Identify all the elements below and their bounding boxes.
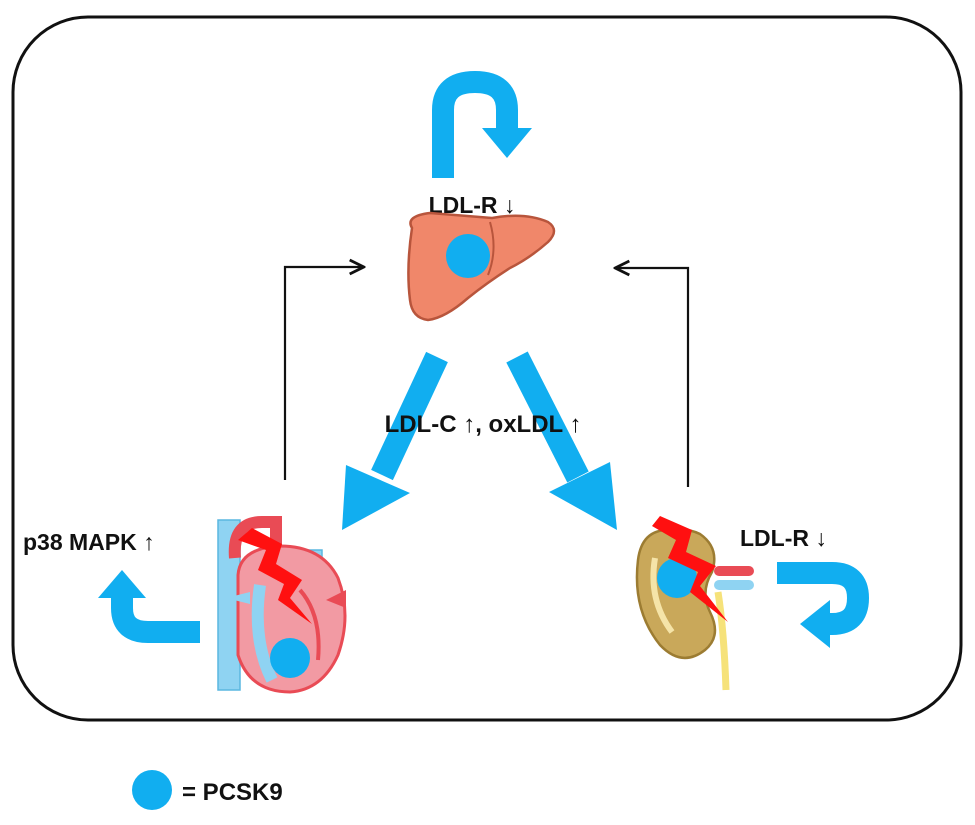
liver-group: LDL-R ↓: [407, 70, 556, 322]
liver-curved-arrow-head: [482, 128, 532, 158]
kidney-pcsk9-dot: [657, 558, 697, 598]
heart-pcsk9-dot: [270, 638, 310, 678]
center-lipid-label: LDL-C ↑, oxLDL ↑: [385, 411, 582, 438]
heart-curved-arrow-icon: [111, 596, 200, 643]
liver-curved-arrow-icon: [432, 70, 518, 178]
liver-pcsk9-dot: [446, 234, 490, 278]
heart-lightning-icon: [238, 528, 312, 624]
liver-to-kidney-arrow: [506, 351, 617, 530]
kidney-to-liver-arrow: [617, 268, 690, 487]
diagram-frame: [11, 15, 963, 722]
heart-to-liver-arrow: [283, 267, 362, 480]
kidney-group: LDL-R ↓: [635, 516, 870, 691]
heart-curved-arrow-head: [98, 570, 146, 598]
kidney-curved-arrow-icon: [777, 562, 870, 635]
kidney-curved-arrow-head: [800, 600, 830, 648]
legend: = PCSK9: [132, 770, 283, 810]
legend-pcsk9-dot-icon: [132, 770, 172, 810]
kidney-lightning-icon: [652, 516, 728, 622]
heart-group: p38 MAPK ↑: [23, 516, 347, 694]
legend-label: = PCSK9: [182, 779, 283, 806]
heart-p38-label: p38 MAPK ↑: [23, 529, 155, 555]
liver-to-heart-arrow: [342, 351, 448, 530]
kidney-ldlr-label: LDL-R ↓: [740, 525, 827, 551]
